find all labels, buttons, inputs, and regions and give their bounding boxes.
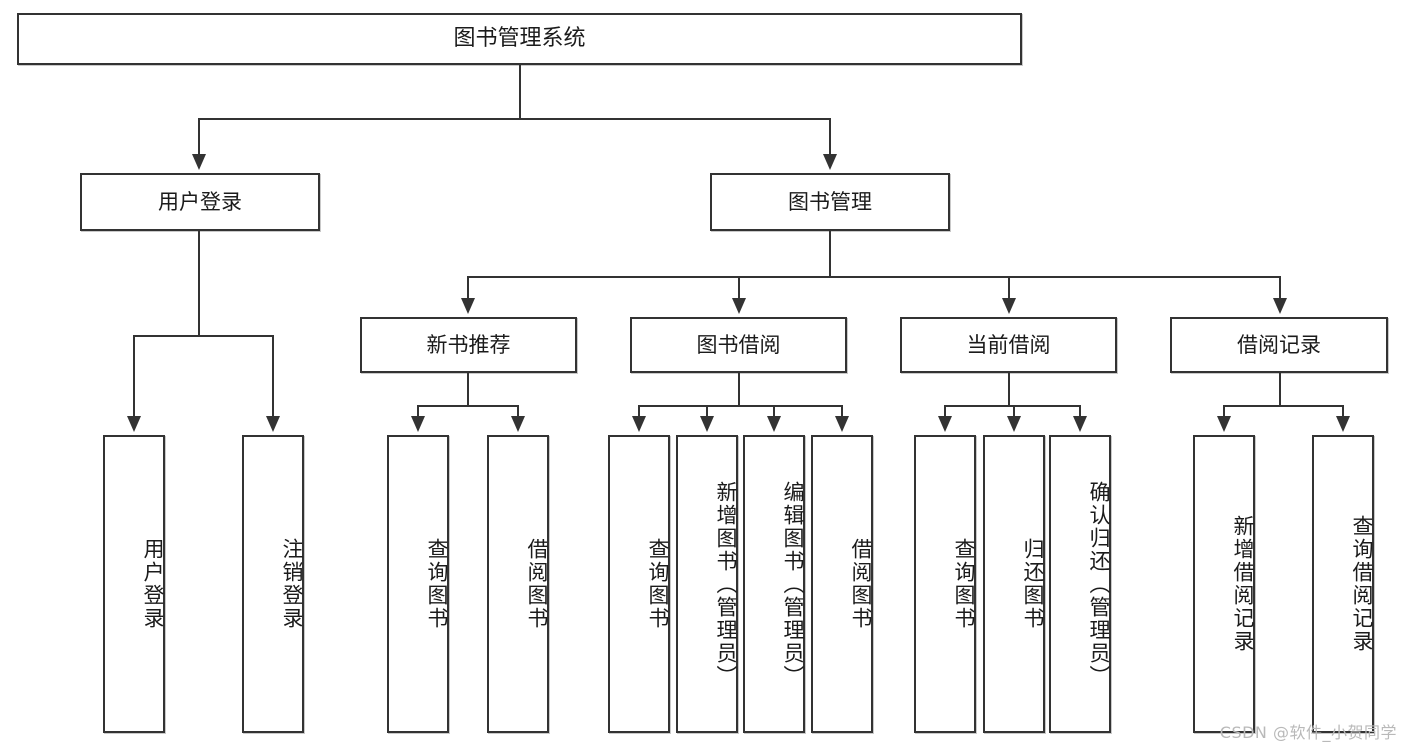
node-label: 图书管理系统 [453,26,586,52]
connector-bm-to-new-book [467,276,469,300]
connector-user-login-to-leaf-2 [272,335,274,418]
arrowhead-newbook-to-leaf-1 [411,416,425,432]
node-label: 确认归还（管理员） [1087,480,1111,688]
connector-user-login-to-leaf-1 [133,335,135,418]
connector-new-book-stem [467,373,469,406]
connector-book-management-bus [467,276,1280,278]
connector-new-book-bus [417,405,518,407]
arrowhead-bb-to-leaf-3 [767,416,781,432]
connector-br-to-leaf-1 [1223,405,1225,418]
arrowhead-cb-to-leaf-1 [938,416,952,432]
arrowhead-cb-to-leaf-3 [1073,416,1087,432]
connector-root-to-book-management [829,118,831,156]
leaf-borrowrecord-add-record[interactable]: 新增借阅记录 [1193,435,1255,733]
leaf-bookborrow-borrow-book[interactable]: 借阅图书 [811,435,873,733]
node-label: 查询图书 [425,538,449,630]
connector-current-borrow-stem [1008,373,1010,406]
arrowhead-bb-to-leaf-4 [835,416,849,432]
leaf-newbook-borrow-book[interactable]: 借阅图书 [487,435,549,733]
leaf-currentborrow-query-book[interactable]: 查询图书 [914,435,976,733]
connector-root-stem [519,65,521,118]
node-user-login[interactable]: 用户登录 [80,173,320,231]
arrowhead-newbook-to-leaf-2 [511,416,525,432]
arrowhead-bb-to-leaf-2 [700,416,714,432]
arrowhead-user-login-to-leaf-2 [266,416,280,432]
node-label: 查询图书 [952,538,976,630]
connector-newbook-to-leaf-1 [417,405,419,418]
connector-bm-to-current-borrow [1008,276,1010,300]
node-label: 借阅图书 [525,538,549,630]
arrowhead-user-login-to-leaf-1 [127,416,141,432]
leaf-borrowrecord-query-record[interactable]: 查询借阅记录 [1312,435,1374,733]
node-label: 查询借阅记录 [1350,515,1374,653]
arrowhead-bm-to-borrow-record [1273,298,1287,314]
connector-bb-to-leaf-2 [706,405,708,418]
node-current-borrow[interactable]: 当前借阅 [900,317,1117,373]
connector-root-bus [198,118,830,120]
connector-user-login-stem [198,231,200,336]
leaf-logout[interactable]: 注销登录 [242,435,304,733]
connector-user-login-bus [133,335,274,337]
leaf-newbook-query-book[interactable]: 查询图书 [387,435,449,733]
connector-bb-to-leaf-3 [773,405,775,418]
node-label: 用户登录 [158,189,242,214]
node-label: 新增图书（管理员） [714,480,738,688]
connector-bb-to-leaf-4 [841,405,843,418]
connector-cb-to-leaf-1 [944,405,946,418]
node-borrow-record[interactable]: 借阅记录 [1170,317,1388,373]
leaf-bookborrow-query-book[interactable]: 查询图书 [608,435,670,733]
connector-root-to-user-login [198,118,200,156]
connector-current-borrow-bus [944,405,1080,407]
node-label: 用户登录 [141,538,165,630]
node-label: 图书管理 [788,189,872,214]
node-new-book-recommend[interactable]: 新书推荐 [360,317,577,373]
node-label: 注销登录 [280,538,304,630]
connector-br-to-leaf-2 [1342,405,1344,418]
node-label: 新增借阅记录 [1231,515,1255,653]
node-label: 归还图书 [1021,538,1045,630]
arrowhead-br-to-leaf-2 [1336,416,1350,432]
leaf-bookborrow-edit-book-admin[interactable]: 编辑图书（管理员） [743,435,805,733]
node-label: 当前借阅 [966,332,1051,357]
node-label: 查询图书 [646,538,670,630]
leaf-currentborrow-confirm-return-admin[interactable]: 确认归还（管理员） [1049,435,1111,733]
connector-newbook-to-leaf-2 [517,405,519,418]
leaf-user-login[interactable]: 用户登录 [103,435,165,733]
connector-cb-to-leaf-2 [1013,405,1015,418]
node-label: 借阅图书 [849,538,873,630]
connector-bm-to-book-borrow [738,276,740,300]
connector-cb-to-leaf-3 [1079,405,1081,418]
node-book-borrow[interactable]: 图书借阅 [630,317,847,373]
arrowhead-bm-to-current-borrow [1002,298,1016,314]
node-label: 借阅记录 [1237,332,1321,357]
connector-borrow-record-stem [1279,373,1281,406]
leaf-bookborrow-add-book-admin[interactable]: 新增图书（管理员） [676,435,738,733]
node-root-book-management-system[interactable]: 图书管理系统 [17,13,1022,65]
arrowhead-root-to-user-login [192,154,206,170]
arrowhead-br-to-leaf-1 [1217,416,1231,432]
arrowhead-bm-to-new-book [461,298,475,314]
connector-borrow-record-bus [1223,405,1343,407]
connector-book-borrow-stem [738,373,740,406]
node-label: 编辑图书（管理员） [781,480,805,688]
node-label: 新书推荐 [426,332,511,357]
arrowhead-bm-to-book-borrow [732,298,746,314]
node-book-management[interactable]: 图书管理 [710,173,950,231]
arrowhead-cb-to-leaf-2 [1007,416,1021,432]
connector-book-management-stem [829,231,831,277]
connector-bm-to-borrow-record [1279,276,1281,300]
node-label: 图书借阅 [696,332,781,357]
arrowhead-root-to-book-management [823,154,837,170]
arrowhead-bb-to-leaf-1 [632,416,646,432]
connector-book-borrow-bus [638,405,841,407]
leaf-currentborrow-return-book[interactable]: 归还图书 [983,435,1045,733]
connector-bb-to-leaf-1 [638,405,640,418]
